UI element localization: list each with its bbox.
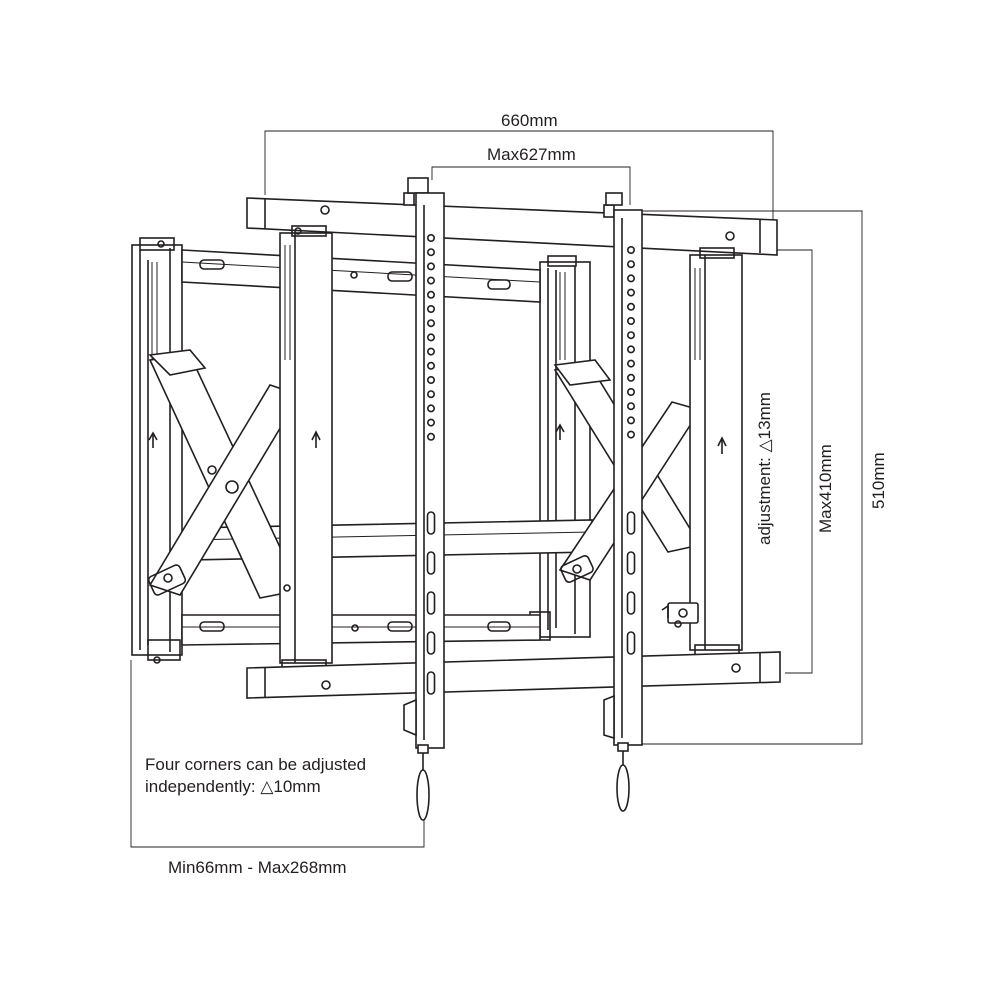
bracket-hole: [626, 302, 635, 311]
dimension-510mm: 510mm: [869, 452, 888, 509]
bracket-slot: [426, 591, 436, 615]
bracket-hole: [426, 375, 435, 384]
bracket-hole: [426, 418, 435, 427]
dimension-660mm: 660mm: [501, 111, 558, 130]
bracket-hole: [626, 402, 635, 411]
bracket-slot: [626, 551, 636, 575]
bracket-hole: [626, 345, 635, 354]
bracket-slot: [426, 631, 436, 655]
bracket-hole: [626, 430, 635, 439]
bracket-hole: [426, 361, 435, 370]
dimension-max627mm: Max627mm: [487, 145, 576, 164]
bracket-slot: [626, 631, 636, 655]
corner-adjust-note-line2: independently: △10mm: [145, 777, 321, 796]
dimension-adjustment: adjustment: △13mm: [755, 392, 774, 545]
bracket-hole: [426, 248, 435, 257]
front-post-left: [279, 225, 333, 673]
bracket-hole: [426, 290, 435, 299]
tv-bracket-left: [403, 177, 445, 754]
front-bar-bottom: [246, 651, 781, 699]
bracket-hole: [426, 234, 435, 243]
corner-adjust-note: Four corners can be adjusted independent…: [145, 754, 366, 798]
bracket-holes-right: [626, 246, 636, 655]
up-arrow-icon: [148, 431, 158, 441]
bracket-hole: [426, 347, 435, 356]
bracket-hole: [426, 304, 435, 313]
pull-cord-icon: [416, 751, 630, 821]
bracket-hole: [626, 331, 635, 340]
lock-icon: [661, 602, 699, 628]
bracket-hole: [426, 404, 435, 413]
bracket-hole: [626, 387, 635, 396]
bracket-holes-left: [426, 234, 436, 695]
tv-bracket-right: [603, 192, 643, 752]
dimension-lines: [130, 130, 863, 848]
back-rail-top: [181, 249, 541, 303]
wall-frame-left: [131, 237, 183, 664]
bracket-slot: [426, 551, 436, 575]
bracket-hole: [426, 319, 435, 328]
bracket-hole: [626, 316, 635, 325]
bracket-hole: [626, 246, 635, 255]
bracket-slot: [626, 591, 636, 615]
dimension-max410mm: Max410mm: [816, 444, 835, 533]
bracket-hole: [626, 260, 635, 269]
front-post-right: [689, 247, 743, 658]
dimension-depth-range: Min66mm - Max268mm: [168, 858, 347, 877]
bracket-hole: [626, 288, 635, 297]
bracket-hole: [426, 390, 435, 399]
corner-adjust-note-line1: Four corners can be adjusted: [145, 755, 367, 774]
up-arrow-icon: [555, 423, 565, 433]
bracket-slot: [626, 511, 636, 535]
wall-frame-right: [529, 255, 591, 641]
up-arrow-icon: [148, 423, 565, 448]
bracket-hole: [626, 359, 635, 368]
bracket-hole: [426, 432, 435, 441]
bracket-hole: [626, 373, 635, 382]
back-rail-bottom: [181, 614, 541, 646]
bracket-hole: [426, 333, 435, 342]
bracket-hole: [426, 276, 435, 285]
bracket-slot: [426, 511, 436, 535]
front-bar-top: [246, 197, 778, 256]
bracket-hole: [626, 274, 635, 283]
bracket-hole: [426, 262, 435, 271]
bracket-slot: [426, 671, 436, 695]
bracket-hole: [626, 416, 635, 425]
